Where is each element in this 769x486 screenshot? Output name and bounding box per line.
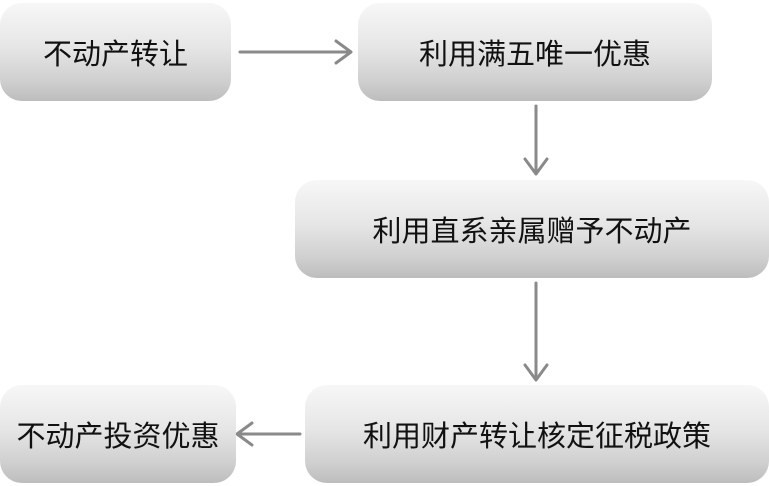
node-family-gift: 利用直系亲属赠予不动产 [295,180,769,278]
node-investment-benefit: 不动产投资优惠 [0,385,236,483]
node-label: 利用满五唯一优惠 [418,37,651,71]
node-five-year-unique-exemption: 利用满五唯一优惠 [358,3,712,101]
arrow-transfer-to-five-year [238,39,353,65]
node-label: 不动产投资优惠 [16,419,220,453]
arrow-assessed-tax-to-investment [235,421,302,447]
arrow-family-gift-to-assessed-tax [523,281,549,382]
node-assessed-tax-policy: 利用财产转让核定征税政策 [305,385,769,483]
node-label: 不动产转让 [42,37,188,71]
node-label: 利用直系亲属赠予不动产 [372,214,692,248]
arrow-five-year-to-family-gift [523,104,549,176]
node-label: 利用财产转让核定征税政策 [362,419,711,453]
node-real-estate-transfer: 不动产转让 [0,3,231,101]
